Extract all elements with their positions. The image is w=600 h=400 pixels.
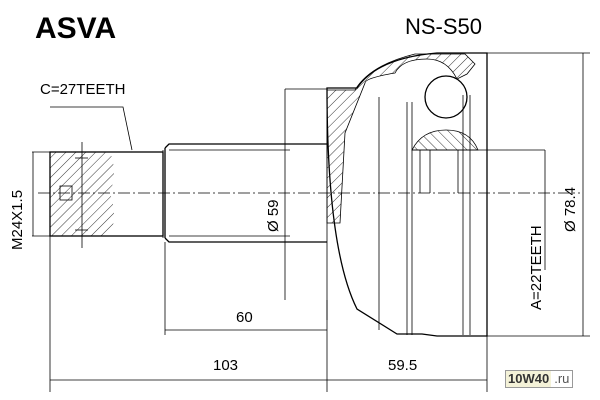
shaft-length-label: 60 bbox=[236, 309, 253, 326]
brand-title: ASVA bbox=[35, 12, 116, 45]
outer-housing bbox=[326, 52, 545, 337]
shaft-diameter-label: Ø 59 bbox=[265, 199, 282, 232]
inner-spline-label: A=22TEETH bbox=[528, 225, 545, 310]
part-number: NS-S50 bbox=[405, 14, 482, 39]
watermark: 10W40 .ru bbox=[505, 370, 574, 388]
housing-length-label: 59.5 bbox=[388, 357, 417, 374]
outer-spline-label: C=27TEETH bbox=[40, 81, 125, 98]
housing-diameter-label: Ø 78.4 bbox=[562, 187, 579, 232]
total-length-label: 103 bbox=[213, 357, 238, 374]
watermark-suffix: .ru bbox=[551, 371, 573, 387]
spline-leader bbox=[50, 106, 133, 151]
watermark-main: 10W40 bbox=[506, 371, 552, 387]
thread-label: M24X1.5 bbox=[9, 190, 26, 250]
shaft bbox=[164, 143, 327, 243]
threaded-stub bbox=[32, 142, 164, 248]
